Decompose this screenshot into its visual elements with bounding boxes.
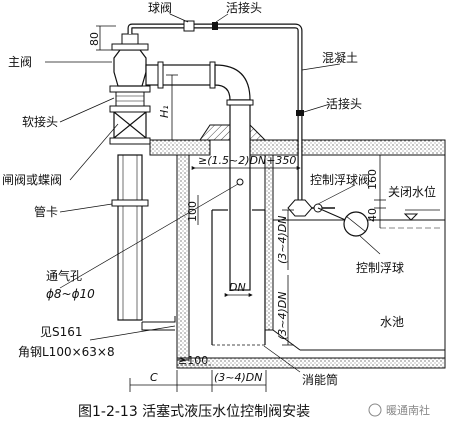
dim-spacing: ≥(1.5~2)DN+350 (198, 154, 296, 167)
figure-caption: 图1-2-13 活塞式液压水位控制阀安装 (78, 403, 310, 420)
label-see-s161: 见S161 (40, 325, 83, 339)
labels: 球阀 活接头 主阀 混凝土 活接头 软接头 闸阀或蝶阀 管卡 控制浮球阀 关闭水… (2, 0, 436, 387)
label-ctrl-float: 控制浮球 (356, 261, 404, 275)
chat-bubble-icon (368, 403, 382, 417)
label-angle-steel: 角钢L100×63×8 (18, 345, 115, 359)
control-line (127, 20, 335, 217)
label-close-water-level: 关闭水位 (388, 184, 436, 199)
label-energy-cylinder: 消能筒 (302, 372, 338, 387)
label-ctrl-float-valve: 控制浮球阀 (310, 173, 370, 187)
label-pipe-clamp: 管卡 (34, 204, 58, 219)
dim-c: C (150, 371, 158, 384)
gate-valve-icon (113, 110, 147, 140)
dimension-lines (96, 25, 386, 392)
dim-h34dn: (3~4)DN (214, 371, 263, 384)
elbow (214, 64, 251, 101)
dim-ge100: ≥100 (178, 354, 208, 367)
union-right-icon (296, 110, 304, 116)
dim-34dn-bottom: (3~4)DN (276, 292, 289, 341)
control-float (317, 207, 369, 237)
label-vent-hole-size: ϕ8~ϕ10 (46, 287, 95, 301)
dim-dn: DN (229, 281, 246, 294)
watermark: 暖通南社 (368, 403, 430, 417)
label-concrete: 混凝土 (322, 50, 358, 65)
watermark-text: 暖通南社 (386, 403, 430, 417)
angle-steel (141, 316, 176, 331)
energy-cylinder (211, 178, 266, 346)
label-union-right: 活接头 (326, 96, 362, 111)
ball-valve-icon (183, 20, 195, 32)
dim-34dn-top: (3~4)DN (276, 216, 289, 265)
dimension-text: 80 H₁ ≥(1.5~2)DN+350 160 40 100 (3~4)DN … (88, 32, 379, 384)
vent-hole-icon (236, 178, 244, 186)
supply-pipe (111, 154, 176, 331)
dim-100-left: 100 (186, 201, 199, 222)
outlet-pipe (145, 61, 254, 291)
label-union-top: 活接头 (226, 0, 262, 15)
main-valve (113, 49, 147, 87)
label-ball-valve: 球阀 (148, 1, 172, 15)
union-top-icon (212, 22, 218, 30)
label-main-valve: 主阀 (8, 55, 32, 69)
pipe-clamp (111, 199, 149, 207)
dim-80: 80 (88, 32, 101, 46)
dim-40: 40 (366, 208, 379, 222)
dim-160: 160 (366, 169, 379, 190)
label-flex-joint: 软接头 (22, 114, 58, 129)
dim-h1: H₁ (158, 105, 171, 118)
label-pool: 水池 (380, 315, 404, 329)
flex-joint (115, 91, 145, 107)
leader-lines (45, 13, 381, 373)
control-float-valve (287, 199, 313, 217)
valve-stack (109, 33, 151, 145)
label-vent-hole: 通气孔 (46, 268, 82, 283)
label-gate-or-butterfly: 闸阀或蝶阀 (2, 172, 62, 187)
water-level-triangle-icon (403, 213, 419, 221)
